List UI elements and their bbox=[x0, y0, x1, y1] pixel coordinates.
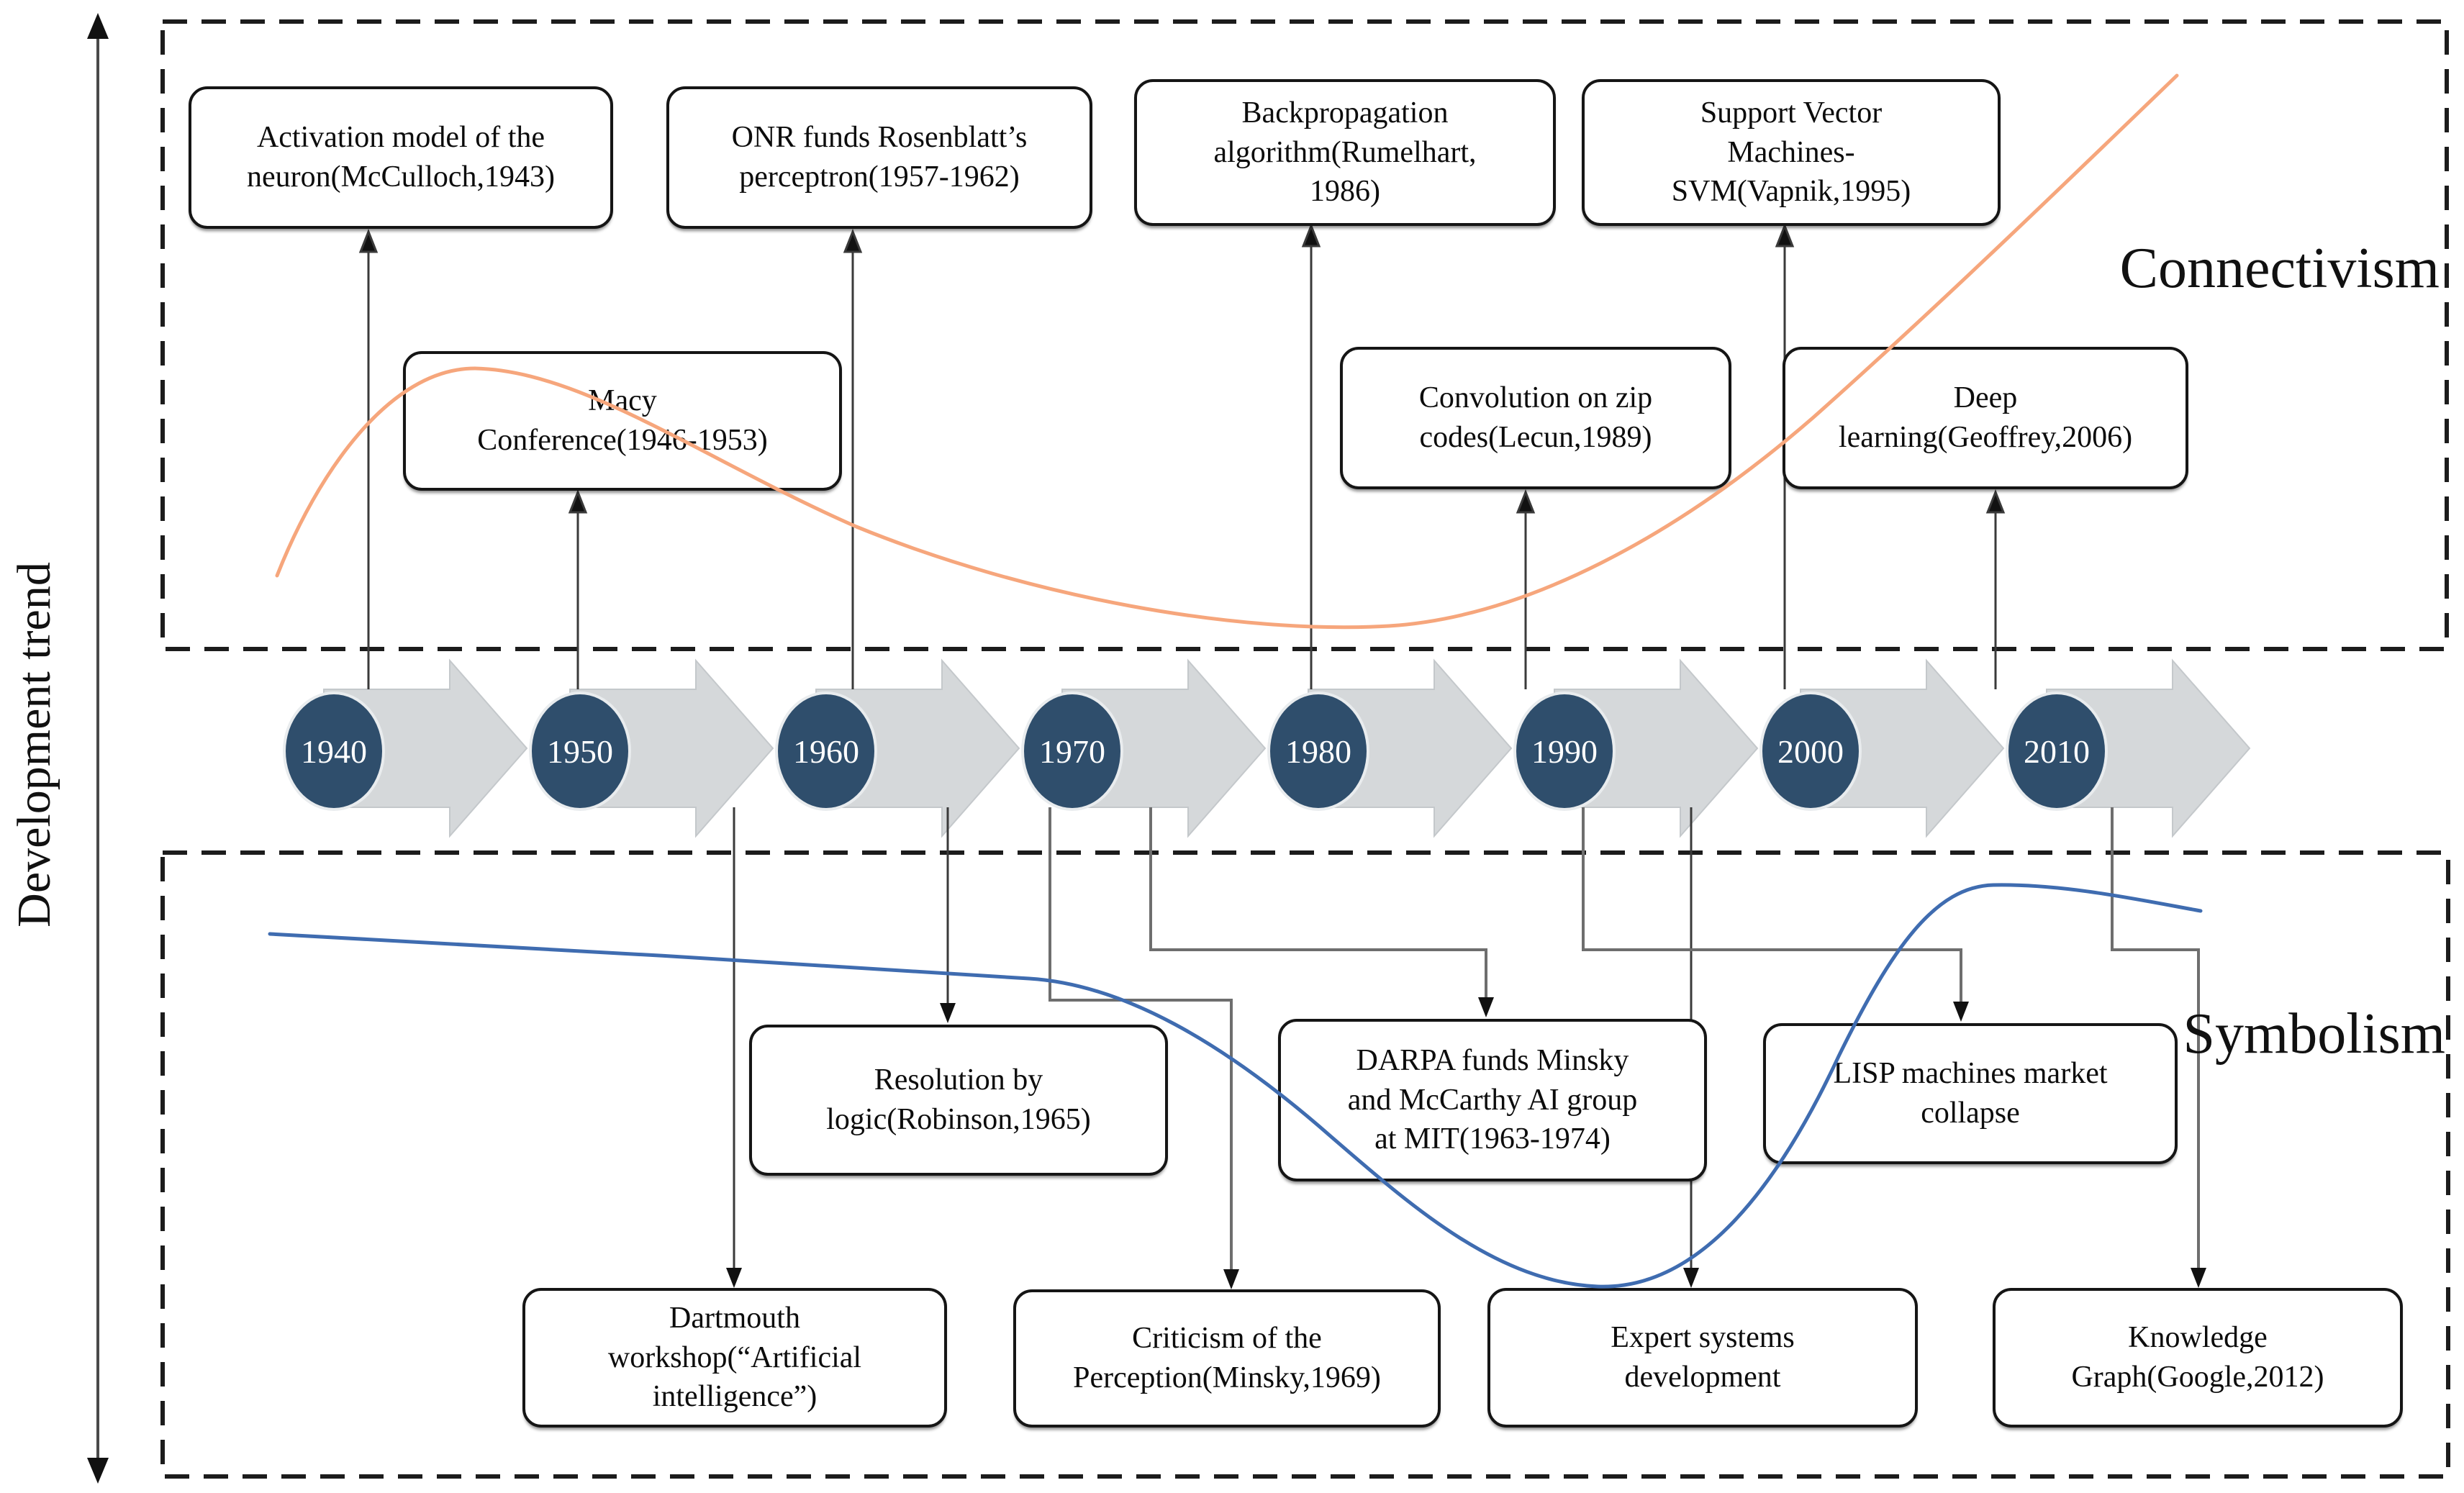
development-trend-axis bbox=[87, 13, 109, 1484]
event-box-resolution-logic: Resolution by logic(Robinson,1965) bbox=[749, 1025, 1168, 1176]
event-box-activation-model: Activation model of the neuron(McCulloch… bbox=[189, 86, 613, 229]
axis-arrowhead-up-icon bbox=[87, 13, 109, 39]
timeline-year-1960: 1960 bbox=[775, 691, 877, 811]
timeline-year-1940: 1940 bbox=[283, 691, 385, 811]
event-box-expert-systems: Expert systems development bbox=[1487, 1288, 1918, 1428]
down-arrowhead-icon bbox=[1953, 1002, 1969, 1022]
timeline-year-1950: 1950 bbox=[529, 691, 631, 811]
event-box-svm: Support Vector Machines- SVM(Vapnik,1995… bbox=[1582, 79, 2001, 226]
development-trend-label: Development trend bbox=[8, 562, 60, 927]
event-box-knowledge-graph: Knowledge Graph(Google,2012) bbox=[1993, 1288, 2403, 1428]
symbolism-label: Symbolism bbox=[2183, 1002, 2445, 1066]
timeline-year-2000: 2000 bbox=[1759, 691, 1862, 811]
event-box-darpa-funding: DARPA funds Minsky and McCarthy AI group… bbox=[1278, 1019, 1707, 1181]
down-arrowhead-icon bbox=[940, 1003, 956, 1023]
up-arrowhead-icon bbox=[843, 228, 863, 253]
up-arrowhead-icon bbox=[568, 489, 588, 514]
up-arrowhead-icon bbox=[358, 228, 379, 253]
down-arrowhead-icon bbox=[2191, 1268, 2206, 1288]
down-arrowhead-icon bbox=[726, 1268, 742, 1288]
event-box-dartmouth: Dartmouth workshop(“Artificial intellige… bbox=[522, 1288, 947, 1428]
connectivism-label: Connectivism bbox=[2119, 237, 2440, 300]
event-box-onr-perceptron: ONR funds Rosenblatt’s perceptron(1957-1… bbox=[666, 86, 1092, 229]
up-arrowhead-icon bbox=[1775, 222, 1795, 248]
timeline-year-1980: 1980 bbox=[1267, 691, 1369, 811]
down-arrowhead-icon bbox=[1223, 1269, 1239, 1289]
down-arrowhead-icon bbox=[1478, 997, 1494, 1017]
up-arrowhead-icon bbox=[1516, 489, 1536, 514]
axis-arrowhead-down-icon bbox=[87, 1458, 109, 1484]
timeline-year-1990: 1990 bbox=[1513, 691, 1616, 811]
up-arrowhead-icon bbox=[1985, 489, 2006, 514]
event-box-backpropagation: Backpropagation algorithm(Rumelhart, 198… bbox=[1134, 79, 1556, 226]
timeline-year-2010: 2010 bbox=[2006, 691, 2108, 811]
event-box-macy-conference: Macy Conference(1946-1953) bbox=[403, 351, 842, 491]
event-box-convolution: Convolution on zip codes(Lecun,1989) bbox=[1340, 347, 1731, 489]
event-box-deep-learning: Deep learning(Geoffrey,2006) bbox=[1783, 347, 2188, 489]
event-box-criticism: Criticism of the Perception(Minsky,1969) bbox=[1013, 1289, 1441, 1428]
timeline-year-1970: 1970 bbox=[1021, 691, 1123, 811]
up-arrowhead-icon bbox=[1301, 222, 1321, 248]
down-arrowhead-icon bbox=[1683, 1268, 1699, 1288]
